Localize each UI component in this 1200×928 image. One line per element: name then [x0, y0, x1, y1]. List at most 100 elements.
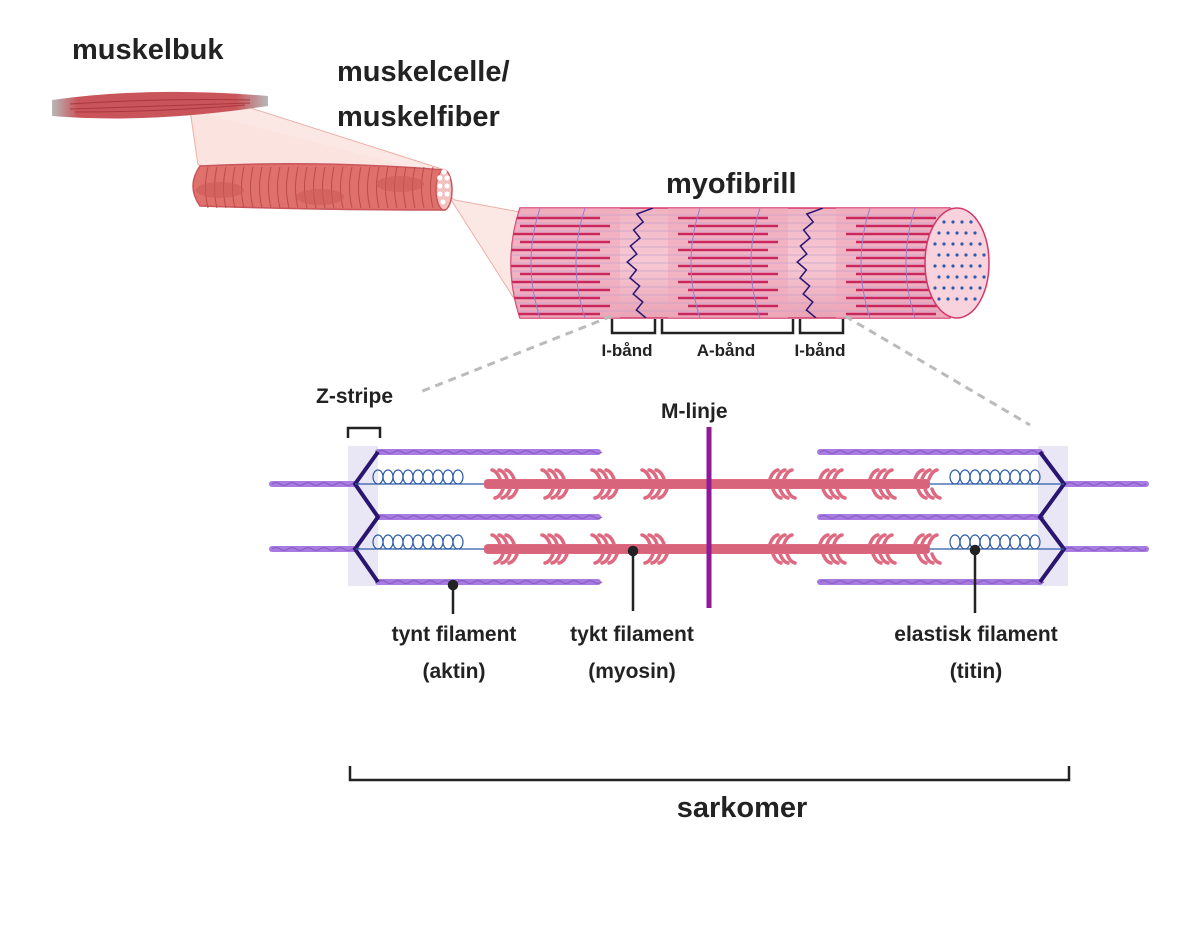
thin-filament-outer-right	[1063, 481, 1149, 487]
titin-coil	[402, 534, 414, 550]
actin-twist	[271, 546, 361, 552]
label-i-band-left: I-bånd	[601, 341, 653, 360]
myosin-head	[825, 533, 837, 546]
myosin-head	[650, 552, 662, 565]
dashed-guide-left	[419, 314, 613, 394]
z-stripe-bracket	[346, 426, 382, 438]
fiber-stripe	[421, 166, 425, 209]
myosin-head	[604, 533, 616, 546]
titin-coil	[979, 469, 991, 485]
myosin-head	[835, 487, 847, 500]
titin-coil	[1019, 534, 1031, 550]
fiber-end-myofibril-dot	[443, 182, 451, 190]
myosin-head	[493, 552, 505, 565]
myosin-head	[782, 533, 794, 546]
pointer-lines	[447, 544, 981, 614]
thin-filament-left	[375, 514, 603, 520]
myofibril-end-dot	[982, 275, 986, 279]
myosin-head	[871, 487, 883, 500]
fiber-end-myofibril-dot	[443, 190, 451, 198]
titin-coil	[999, 469, 1011, 485]
myofibril-end-dot	[969, 264, 973, 268]
myosin-head	[490, 533, 502, 546]
titin-coil	[1019, 469, 1031, 485]
myosin-head	[497, 468, 509, 481]
actin-twist	[377, 449, 603, 455]
fiber-end-myofibril-dot	[436, 174, 444, 182]
actin-twist	[819, 579, 1045, 585]
myosin-head	[640, 533, 652, 546]
myosin-head	[597, 468, 609, 481]
myosin-head	[647, 533, 659, 546]
titin-coil	[422, 469, 434, 485]
myosin-head	[818, 533, 830, 546]
myosin-head	[554, 468, 566, 481]
myofibril-end-dot	[978, 286, 982, 290]
myosin-head	[540, 468, 552, 481]
thin-filament-left	[375, 449, 603, 455]
label-m-line: M-linje	[661, 400, 728, 423]
actin-twist	[377, 514, 603, 520]
titin-coil	[442, 534, 454, 550]
titin-coil	[432, 534, 444, 550]
myosin-head	[590, 468, 602, 481]
myosin-head	[818, 468, 830, 481]
myosin-head	[828, 487, 840, 500]
titin-coil	[452, 534, 464, 550]
actin-twist	[1065, 481, 1147, 487]
label-i-band-right: I-bånd	[794, 341, 846, 360]
myosin-head	[490, 468, 502, 481]
myofibril-end-dot	[933, 264, 937, 268]
titin-coil	[989, 469, 1001, 485]
myofibril-end-dot	[955, 253, 959, 257]
titin-coil	[392, 534, 404, 550]
label-muscle-belly: muskelbuk	[72, 34, 224, 66]
titin-coil	[432, 469, 444, 485]
titin-coil	[402, 469, 414, 485]
myosin-head	[593, 552, 605, 565]
myofibril-end-dot	[969, 242, 973, 246]
myosin-head	[785, 487, 797, 500]
myosin-head	[497, 533, 509, 546]
titin-coil	[989, 534, 1001, 550]
thin-filament-outer-right	[1063, 546, 1149, 552]
myosin-head	[554, 533, 566, 546]
myofibril-end-dot	[937, 297, 941, 301]
myofibril-end-dot	[973, 253, 977, 257]
myosin-head	[885, 487, 897, 500]
myosin-head	[507, 487, 519, 500]
myosin-head	[540, 533, 552, 546]
myofibril-end-dot	[946, 297, 950, 301]
myosin-head	[768, 533, 780, 546]
titin-coil	[969, 469, 981, 485]
titin-coil	[1029, 469, 1041, 485]
myofibril-end-dot	[951, 242, 955, 246]
label-muscle-cell-line2: muskelfiber	[337, 101, 500, 133]
fiber-stripe	[331, 166, 335, 209]
myofibril-end-dot	[933, 242, 937, 246]
fiber-stripe	[358, 166, 362, 209]
myosin-head	[775, 468, 787, 481]
myosin-head	[607, 487, 619, 500]
myofibril-end-dot	[955, 275, 959, 279]
muscle-fiber-illustration	[192, 163, 453, 211]
muscle-belly-illustration	[52, 91, 268, 119]
thin-filament-right	[817, 514, 1045, 520]
myofibril-band-edge	[905, 208, 916, 318]
myofibril-end-dot	[942, 242, 946, 246]
myofibril-band-edge	[575, 208, 586, 318]
actin-twist	[819, 449, 1045, 455]
myosin-head	[868, 468, 880, 481]
myofibril-end-dot	[960, 220, 964, 224]
myosin-head	[640, 468, 652, 481]
titin-coil	[1009, 534, 1021, 550]
myosin-head	[550, 487, 562, 500]
myosin-head	[913, 533, 925, 546]
myofibril-end-dot	[969, 286, 973, 290]
myosin-head	[875, 533, 887, 546]
myosin-head	[593, 487, 605, 500]
titin-coil	[412, 469, 424, 485]
myofibril-end-dot	[973, 231, 977, 235]
titin-coil	[442, 469, 454, 485]
fiber-stripe	[277, 166, 281, 209]
